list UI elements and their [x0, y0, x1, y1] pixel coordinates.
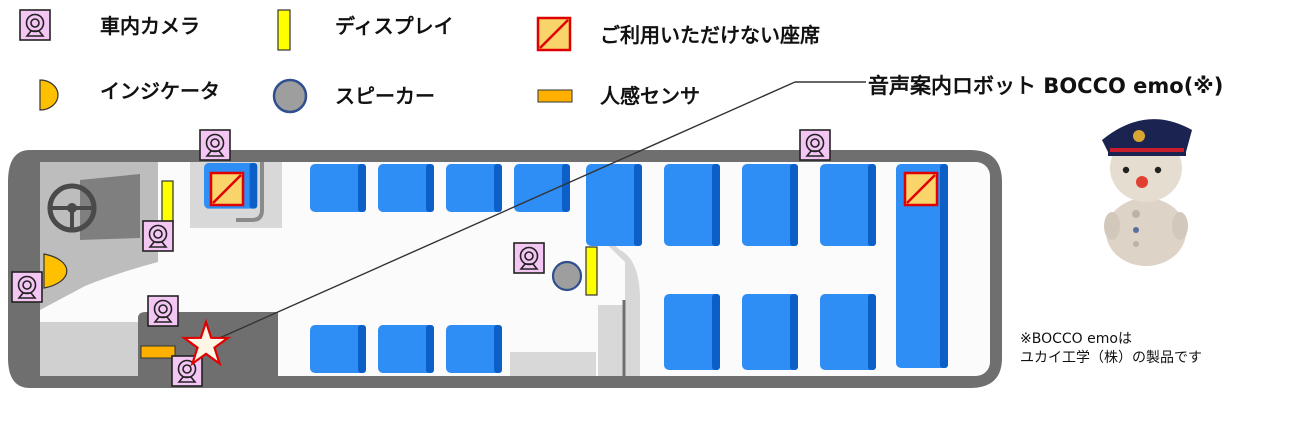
seat [446, 164, 502, 212]
motion-sensor-icon [537, 89, 573, 103]
rear-floor-step [510, 352, 596, 376]
seat-large [820, 164, 876, 246]
legend-speaker-label: スピーカー [335, 84, 435, 108]
legend-unavailable-seat: ご利用いただけない座席 [536, 16, 820, 52]
front-door-step [40, 322, 140, 376]
seat-large [742, 164, 798, 246]
legend-motion-sensor-label: 人感センサ [600, 84, 700, 108]
rear-bench-seat [896, 164, 948, 368]
display-icon [277, 9, 291, 51]
unavailable-seat-icon [536, 16, 572, 52]
seat-large [586, 164, 642, 246]
legend-indicator-label: インジケータ [100, 79, 220, 103]
seat-large [820, 294, 876, 370]
robot-note-line2: ユカイ工学（株）の製品です [1020, 350, 1202, 366]
motion-sensor [140, 345, 176, 359]
camera-icon [11, 271, 43, 303]
middle-door-area [598, 162, 640, 376]
camera-icon [142, 220, 174, 252]
legend-speaker: スピーカー [272, 78, 435, 114]
robot-note-line1: ※BOCCO emoは [1020, 331, 1132, 347]
camera-icon [199, 129, 231, 161]
robot-location-star-icon [180, 318, 232, 367]
robot-note: ※BOCCO emoは ユカイ工学（株）の製品です [1020, 330, 1202, 368]
legend-unavailable-seat-label: ご利用いただけない座席 [600, 23, 820, 47]
camera-icon [147, 295, 179, 327]
driver-seat [80, 174, 140, 240]
seat-large [664, 294, 720, 370]
camera-icon [513, 242, 545, 274]
seat [378, 325, 434, 373]
display-middle [585, 246, 598, 296]
seat [514, 164, 570, 212]
legend-motion-sensor: 人感センサ [537, 84, 700, 108]
bocco-emo-robot-image [1088, 105, 1206, 275]
legend-display-label: ディスプレイ [335, 14, 454, 38]
speaker [551, 260, 583, 292]
indicator-icon [39, 79, 59, 111]
camera-icon [19, 9, 51, 41]
display-front [161, 180, 174, 227]
seat [310, 164, 366, 212]
handrail-front [236, 162, 264, 222]
unavailable-seat-marker [903, 171, 939, 207]
indicator-lamp [43, 253, 68, 289]
unavailable-seat-marker [209, 171, 245, 207]
speaker-icon [272, 78, 308, 114]
seat-large [742, 294, 798, 370]
seat [310, 325, 366, 373]
seat [378, 164, 434, 212]
legend: 車内カメラ ディスプレイ ご利用いただけない座席 インジケータ スピーカー 人感… [19, 9, 820, 114]
legend-camera-label: 車内カメラ [100, 14, 200, 38]
camera-icon [799, 129, 831, 161]
legend-indicator: インジケータ [39, 79, 220, 111]
steering-wheel-icon [47, 183, 97, 233]
legend-display: ディスプレイ [277, 9, 454, 51]
robot-leader-line [205, 81, 796, 345]
robot-title: 音声案内ロボット BOCCO emo(※) [868, 74, 1224, 98]
seat-large [664, 164, 720, 246]
seats [204, 163, 948, 373]
legend-camera: 車内カメラ [19, 9, 200, 41]
seat [446, 325, 502, 373]
